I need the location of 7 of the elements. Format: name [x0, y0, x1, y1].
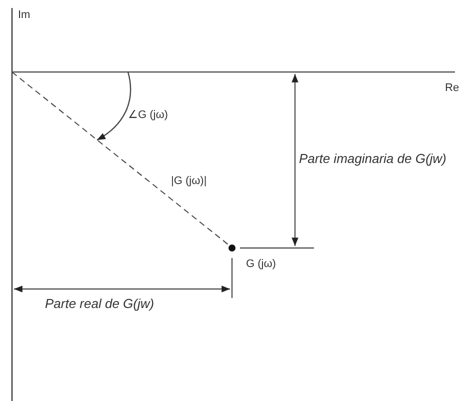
axis-label: Im	[18, 10, 30, 21]
angle-label: ∠G (jω)	[128, 110, 168, 121]
point-label: G (jω)	[246, 259, 276, 270]
axis-label: Re	[445, 83, 460, 94]
dimension-label: Parte imaginaria de G(jw)	[299, 152, 446, 165]
dimension-label: Parte real de G(jw)	[45, 297, 154, 310]
magnitude-label: |G (jω)|	[171, 176, 207, 187]
